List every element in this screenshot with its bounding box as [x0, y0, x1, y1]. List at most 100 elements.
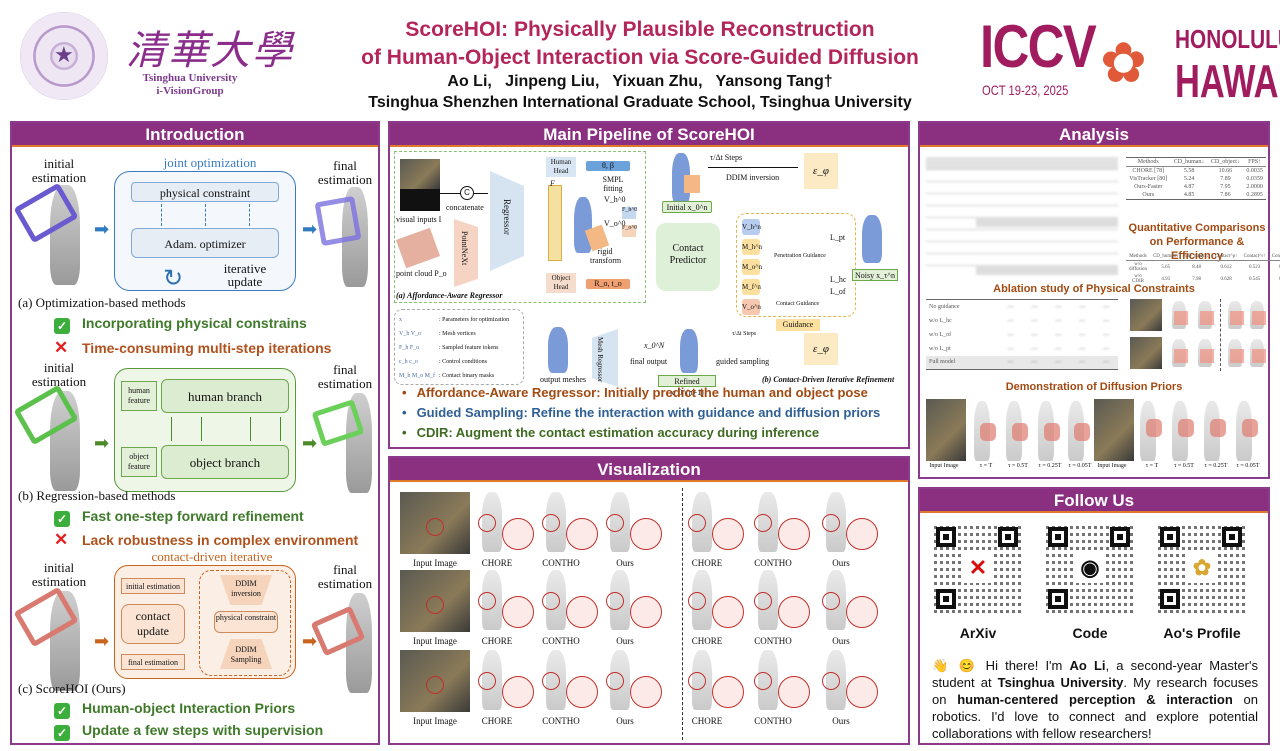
arrow-right-icon: ➡	[302, 631, 318, 651]
mesh-regressor-label: Mesh Regressor	[596, 337, 604, 383]
l-hc-label: L_hc	[830, 275, 847, 284]
initial-estimation-label: initial estimation	[31, 560, 87, 589]
cross-icon: ✕	[54, 338, 69, 357]
qr-finder-pattern	[1110, 527, 1130, 547]
noisy-x-box: Noisy x_τ^n	[852, 269, 898, 281]
table-header-cell: Contact^r↑	[1243, 254, 1266, 259]
zoom-circle	[502, 518, 534, 550]
highlight-circle	[822, 672, 840, 690]
bio-text: Hi there! I'm	[978, 658, 1070, 673]
method-label: Ours	[616, 636, 634, 646]
method-label: Ours	[832, 716, 850, 726]
noisy-human-mesh	[862, 215, 882, 263]
mask-image	[400, 189, 440, 211]
guidance-box: Guidance	[776, 319, 820, 331]
highlight-circle	[688, 672, 706, 690]
object-mesh	[1012, 423, 1028, 441]
highlight-circle	[822, 514, 840, 532]
table-header-cell: CD_object↓	[1210, 159, 1240, 165]
legend-symbol: x	[399, 317, 402, 323]
zoom-circle	[630, 676, 662, 708]
final-estimation-box: final estimation	[121, 654, 185, 670]
pipeline-bullets: •Affordance-Aware Regressor: Initially p…	[402, 383, 902, 443]
mask-token: M_o^n	[742, 259, 762, 275]
qr-label[interactable]: Code	[1072, 625, 1108, 641]
table-row: w/o L_pt—————	[926, 342, 1118, 356]
pro-text: Human-object Interaction Priors	[82, 700, 296, 716]
method-label: CONTHO	[754, 636, 792, 646]
qr-label[interactable]: ArXiv	[959, 625, 997, 641]
zoom-circle	[846, 676, 878, 708]
table-cell-blurred: —	[1031, 331, 1038, 338]
point-cloud-label: point cloud P_o	[396, 269, 447, 278]
bio-topic: human-centered perception & interaction	[957, 692, 1233, 707]
table-cell-blurred: —	[1079, 303, 1086, 310]
legend-text: : Contact binary masks	[439, 373, 495, 379]
table-cell-blurred: —	[1031, 345, 1038, 352]
table-cell-blurred: —	[1103, 303, 1110, 310]
table-cell: 5.58	[1183, 168, 1195, 174]
mask-token: V_o^n	[742, 299, 761, 315]
zoom-circle	[778, 596, 810, 628]
steps-bottom-label: τ/Δt Steps	[732, 331, 757, 337]
qr-finder-pattern	[1048, 589, 1068, 609]
panel-title: Introduction	[12, 123, 378, 147]
ddim-sampling-box: DDIM Sampling	[220, 639, 272, 669]
mask-token: M_h^n	[742, 239, 762, 255]
table-header-cell: Contact^p↑	[1214, 254, 1238, 259]
final-output-label: final output	[630, 357, 668, 366]
iterative-loop-icon: ↻	[163, 265, 184, 292]
mask-token: M_f^n	[742, 279, 761, 295]
table-cell: 0.0359	[1246, 176, 1263, 182]
qr-code-aosprofile[interactable]: ✿	[1158, 525, 1246, 613]
table-cell: 0.2895	[1246, 192, 1263, 198]
initial-estimation-box: initial estimation	[121, 578, 185, 594]
object-mesh	[1044, 423, 1060, 441]
bio-text: on robotics. I'd love to connect and exp…	[932, 692, 1258, 741]
method-label: Ours	[832, 558, 850, 568]
contact-guidance-label: Contact Guidance	[776, 301, 820, 307]
qr-label[interactable]: Ao's Profile	[1163, 625, 1241, 641]
table-cell: VisTracker [80]	[1129, 176, 1168, 182]
checkmark-icon: ✓	[54, 511, 70, 527]
fo-token: F_o^0	[622, 225, 637, 237]
highlight-circle	[478, 592, 496, 610]
guided-sampling-label: guided sampling	[716, 357, 770, 366]
checkmark-icon: ✓	[54, 318, 70, 334]
bio-text: , a second-year Master's student at	[932, 658, 1258, 690]
bullet-dot-icon: •	[402, 425, 407, 440]
connector-line	[708, 167, 798, 168]
zoom-circle	[502, 676, 534, 708]
diffusion-step-label: τ = 0.25T	[1204, 463, 1228, 469]
joint-optimization-box: physical constraint Adam. optimizer ↻ it…	[114, 171, 296, 292]
rotation-translation-box: R_o, t_o	[586, 279, 630, 289]
tsinghua-seal-logo: ★	[20, 12, 108, 100]
qr-code-arxiv[interactable]: ✕	[934, 525, 1022, 613]
final-estimation-label: final estimation	[317, 362, 373, 391]
table-cell: 0.568	[1269, 261, 1280, 274]
physical-constraint-box: physical constraint	[214, 611, 278, 633]
object-mesh	[1178, 419, 1194, 437]
conference-dates: OCT 19-23, 2025	[982, 82, 1069, 98]
table-cell: w/o L_hc	[929, 317, 952, 324]
pro-item: ✓Incorporating physical constrains	[54, 315, 307, 334]
qr-code-code[interactable]: ◉	[1046, 525, 1134, 613]
bio-text: . My research focuses on	[932, 675, 1258, 707]
table-cell: 5.65	[1161, 264, 1171, 270]
table-cell: No guidance	[929, 303, 960, 310]
conference-city: HONOLULU	[1175, 24, 1280, 54]
highlight-circle	[542, 514, 560, 532]
table-cell-blurred: —	[1055, 345, 1062, 352]
table-cell: 7.98	[1192, 276, 1201, 282]
table-cell-blurred: —	[1031, 303, 1038, 310]
joint-optimization-label: joint optimization	[163, 155, 257, 170]
vh-label: V_h^0	[604, 195, 626, 204]
legend-symbol: V_h V_o	[399, 331, 422, 337]
steps-top-label: τ/Δt Steps	[710, 153, 743, 162]
table-cell-blurred: —	[1103, 317, 1110, 324]
zoom-circle	[846, 596, 878, 628]
